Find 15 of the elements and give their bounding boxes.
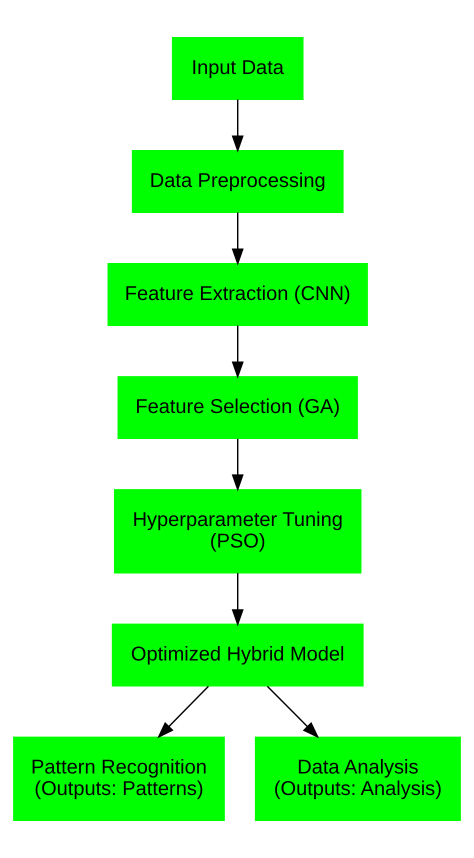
node-box: Pattern Recognition (Outputs: Patterns) (13, 736, 225, 821)
arrow (266, 686, 320, 738)
node-box: Feature Selection (GA) (118, 376, 358, 440)
node-box: Data Preprocessing (132, 150, 344, 213)
node-box: Feature Extraction (CNN) (108, 263, 368, 326)
arrow (232, 212, 244, 266)
node-box: Input Data (172, 37, 304, 100)
arrow (232, 572, 244, 626)
node-box: Data Analysis (Outputs: Analysis) (254, 736, 461, 821)
arrow (232, 438, 244, 492)
arrow (157, 686, 209, 738)
arrow (232, 325, 244, 379)
node-box: Optimized Hybrid Model (112, 624, 364, 687)
arrow (232, 99, 244, 153)
node-box: Hyperparameter Tuning (PSO) (114, 489, 362, 574)
